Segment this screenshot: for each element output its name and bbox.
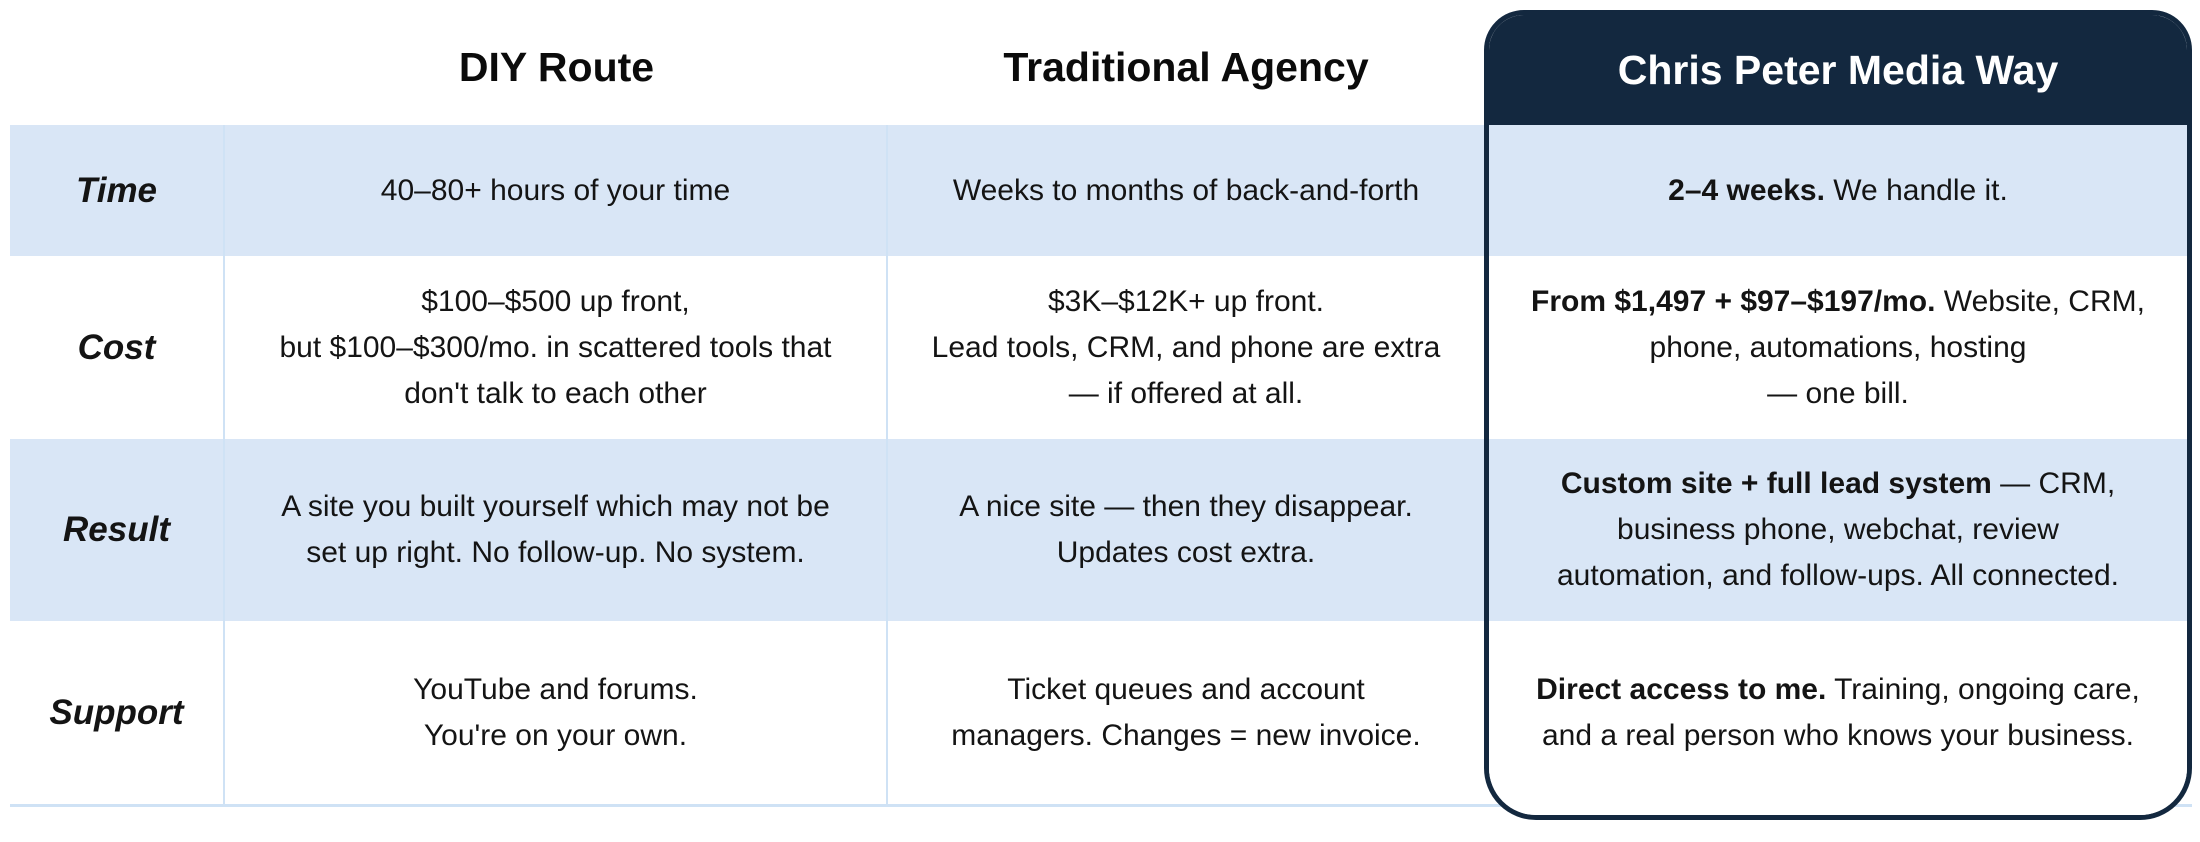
cell-result-ours-text: Custom site + full lead system — CRM, bu… (1557, 461, 2119, 599)
cell-result-ours: Custom site + full lead system — CRM, bu… (1489, 439, 2187, 621)
cell-time-ours-lead: 2–4 weeks. (1668, 173, 1825, 207)
row-label-result: Result (10, 439, 225, 621)
cell-support-agency: Ticket queues and account managers. Chan… (888, 621, 1484, 804)
cell-cost-agency-text: $3K–$12K+ up front. Lead tools, CRM, and… (931, 284, 1441, 410)
cell-support-ours: Direct access to me. Training, ongoing c… (1489, 621, 2187, 804)
column-header-ours: Chris Peter Media Way (1489, 15, 2187, 125)
row-label-cost-text: Cost (77, 327, 156, 367)
column-header-empty (10, 10, 225, 125)
cell-cost-agency: $3K–$12K+ up front. Lead tools, CRM, and… (888, 256, 1484, 439)
cell-result-ours-rest: — CRM, business phone, webchat, review a… (1556, 467, 2120, 592)
cell-result-diy-text: A site you built yourself which may not … (281, 490, 830, 569)
cell-cost-diy-text: $100–$500 up front, but $100–$300/mo. in… (279, 284, 832, 410)
row-label-time: Time (10, 125, 225, 256)
cell-support-ours-text: Direct access to me. Training, ongoing c… (1536, 667, 2140, 759)
highlight-column-bottom-filler (1489, 804, 2187, 815)
cell-cost-ours-text: From $1,497 + $97–$197/mo. Website, CRM,… (1531, 279, 2145, 417)
row-label-support: Support (10, 621, 225, 804)
cell-result-agency: A nice site — then they disappear. Updat… (888, 439, 1484, 621)
cell-support-ours-rest: Training, ongoing care, and a real perso… (1541, 672, 2140, 752)
highlight-column-chris-peter-media-way: Chris Peter Media Way 2–4 weeks. We hand… (1484, 10, 2192, 820)
cell-time-ours: 2–4 weeks. We handle it. (1489, 125, 2187, 256)
column-header-agency: Traditional Agency (888, 10, 1484, 125)
row-label-result-text: Result (63, 510, 170, 549)
cell-support-agency-text: Ticket queues and account managers. Chan… (951, 672, 1421, 752)
cell-support-diy-text: YouTube and forums. You're on your own. (413, 672, 698, 752)
column-header-diy: DIY Route (225, 10, 888, 125)
comparison-table: DIY Route Traditional Agency Time 40–80+… (10, 10, 2192, 807)
cell-cost-ours-rest: Website, CRM, phone, automations, hostin… (1649, 284, 2145, 410)
row-label-support-text: Support (49, 692, 184, 732)
cell-result-ours-lead: Custom site + full lead system (1560, 467, 1992, 500)
cell-cost-diy: $100–$500 up front, but $100–$300/mo. in… (225, 256, 888, 439)
cell-support-ours-lead: Direct access to me. (1536, 672, 1827, 706)
cell-time-agency-text: Weeks to months of back-and-forth (952, 173, 1420, 207)
row-label-cost: Cost (10, 256, 225, 439)
cell-cost-ours-lead: From $1,497 + $97–$197/mo. (1531, 284, 1936, 318)
cell-time-diy: 40–80+ hours of your time (225, 125, 888, 256)
cell-cost-ours: From $1,497 + $97–$197/mo. Website, CRM,… (1489, 256, 2187, 439)
cell-result-agency-text: A nice site — then they disappear. Updat… (959, 490, 1413, 569)
cell-time-ours-rest: We handle it. (1824, 173, 2008, 207)
cell-time-diy-text: 40–80+ hours of your time (380, 173, 731, 207)
cell-support-diy: YouTube and forums. You're on your own. (225, 621, 888, 804)
row-label-time-text: Time (75, 170, 158, 210)
cell-time-agency: Weeks to months of back-and-forth (888, 125, 1484, 256)
cell-time-ours-text: 2–4 weeks. We handle it. (1668, 168, 2008, 214)
cell-result-diy: A site you built yourself which may not … (225, 439, 888, 621)
